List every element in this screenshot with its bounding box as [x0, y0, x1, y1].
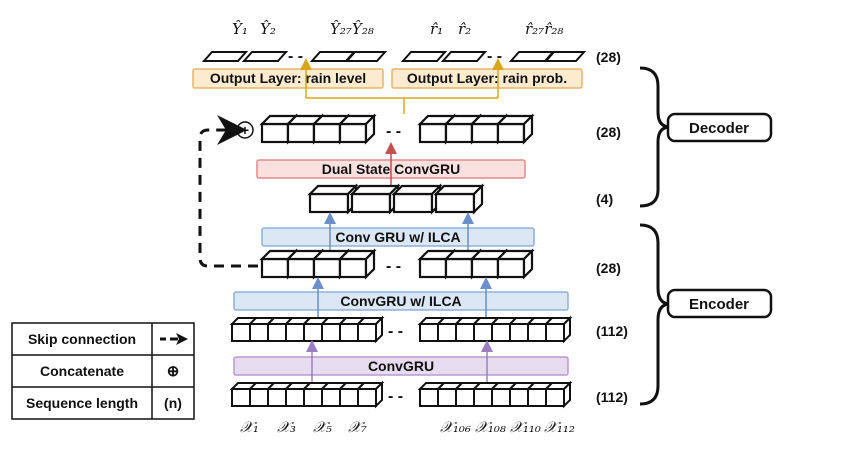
x-label-108: 𝒳₁₀₈	[475, 418, 506, 436]
x-label-112: 𝒳₁₁₂	[544, 418, 575, 436]
encoder-box	[666, 288, 773, 319]
decoder-brace	[639, 66, 671, 208]
r-label-27-28: r̂₂₇r̂₂₈	[525, 20, 563, 38]
input-112-left	[229, 380, 385, 409]
legend-concat-symbol: ⊕	[167, 363, 180, 380]
concat-plus: +	[241, 122, 249, 138]
output-layer-rain-prob: Output Layer: rain prob.	[407, 70, 567, 86]
sequence-length-labels: (28) (28) (4) (28) (112) (112)	[596, 49, 628, 405]
encoder-28-cells-left	[259, 248, 377, 280]
dots-input: - -	[388, 388, 403, 405]
decoder-cells-left	[259, 113, 377, 145]
output-y-labels: Ŷ₁ Ŷ₂ Ŷ₂₇Ŷ₂₈	[232, 20, 374, 38]
input-112-right	[417, 380, 573, 409]
seq-len-input: (112)	[596, 389, 628, 405]
x-label-5: 𝒳₅	[313, 418, 332, 436]
legend-seq-label: Sequence length	[26, 395, 138, 411]
decoder-label: Decoder	[689, 120, 749, 137]
x-label-1: 𝒳₁	[240, 418, 259, 436]
r-label-1: r̂₁	[430, 20, 443, 38]
seq-len-encoder-112: (112)	[596, 323, 628, 339]
input-labels: 𝒳₁ 𝒳₃ 𝒳₅ 𝒳₇ 𝒳₁₀₆ 𝒳₁₀₈ 𝒳₁₁₀ 𝒳₁₁₂	[240, 418, 575, 436]
legend: Skip connection Concatenate Sequence len…	[11, 322, 195, 420]
encoder-28-cells-right	[417, 248, 535, 280]
output-layer-rain-prob-box	[391, 68, 583, 89]
encoder-112-upper-right	[417, 315, 573, 344]
output-layer-rain-level-box	[192, 68, 384, 89]
encoder-112-upper-left	[229, 315, 385, 344]
conv-gru-ilca-top-label: Conv GRU w/ ILCA	[335, 229, 460, 245]
encoder-label: Encoder	[689, 296, 749, 313]
dots-encoder-28: - -	[386, 258, 401, 275]
output-r-labels: r̂₁ r̂₂ r̂₂₇r̂₂₈	[430, 20, 563, 38]
x-label-7: 𝒳₇	[348, 418, 367, 436]
arrows-to-output	[300, 58, 504, 114]
seq-len-encoder-28: (28)	[596, 260, 621, 276]
seq-len-output: (28)	[596, 49, 621, 65]
convgru-ilca-mid-label: ConvGRU w/ ILCA	[340, 293, 461, 309]
r-label-2: r̂₂	[458, 20, 471, 38]
middle-cells	[307, 183, 485, 215]
output-cells-y	[201, 51, 388, 62]
decoder-box	[666, 112, 773, 143]
legend-concat-label: Concatenate	[40, 363, 124, 379]
seq-len-middle: (4)	[596, 191, 613, 207]
y-label-1: Ŷ₁	[232, 20, 248, 38]
x-label-3: 𝒳₃	[277, 418, 296, 436]
x-label-106: 𝒳₁₀₆	[440, 418, 471, 436]
skip-connection	[198, 115, 258, 268]
output-layer-rain-level: Output Layer: rain level	[210, 70, 366, 86]
dots-decoder: - -	[386, 123, 401, 140]
dots-output-y: - -	[288, 48, 303, 65]
legend-skip-arrowhead	[176, 333, 188, 345]
output-cells-r	[400, 51, 587, 62]
dots-encoder-112-upper: - -	[388, 323, 403, 340]
x-label-110: 𝒳₁₁₀	[510, 418, 541, 436]
seq-len-decoder: (28)	[596, 124, 621, 140]
legend-skip-label: Skip connection	[28, 331, 136, 347]
dots-output-r: - -	[487, 48, 502, 65]
convgru-bottom-label: ConvGRU	[368, 358, 434, 374]
y-label-27-28: Ŷ₂₇Ŷ₂₈	[330, 20, 374, 38]
legend-seq-symbol: (n)	[164, 395, 182, 411]
decoder-cells-right	[417, 113, 535, 145]
encoder-brace	[639, 223, 671, 406]
y-label-2: Ŷ₂	[260, 20, 276, 38]
convgru-bottom-box	[233, 356, 569, 376]
